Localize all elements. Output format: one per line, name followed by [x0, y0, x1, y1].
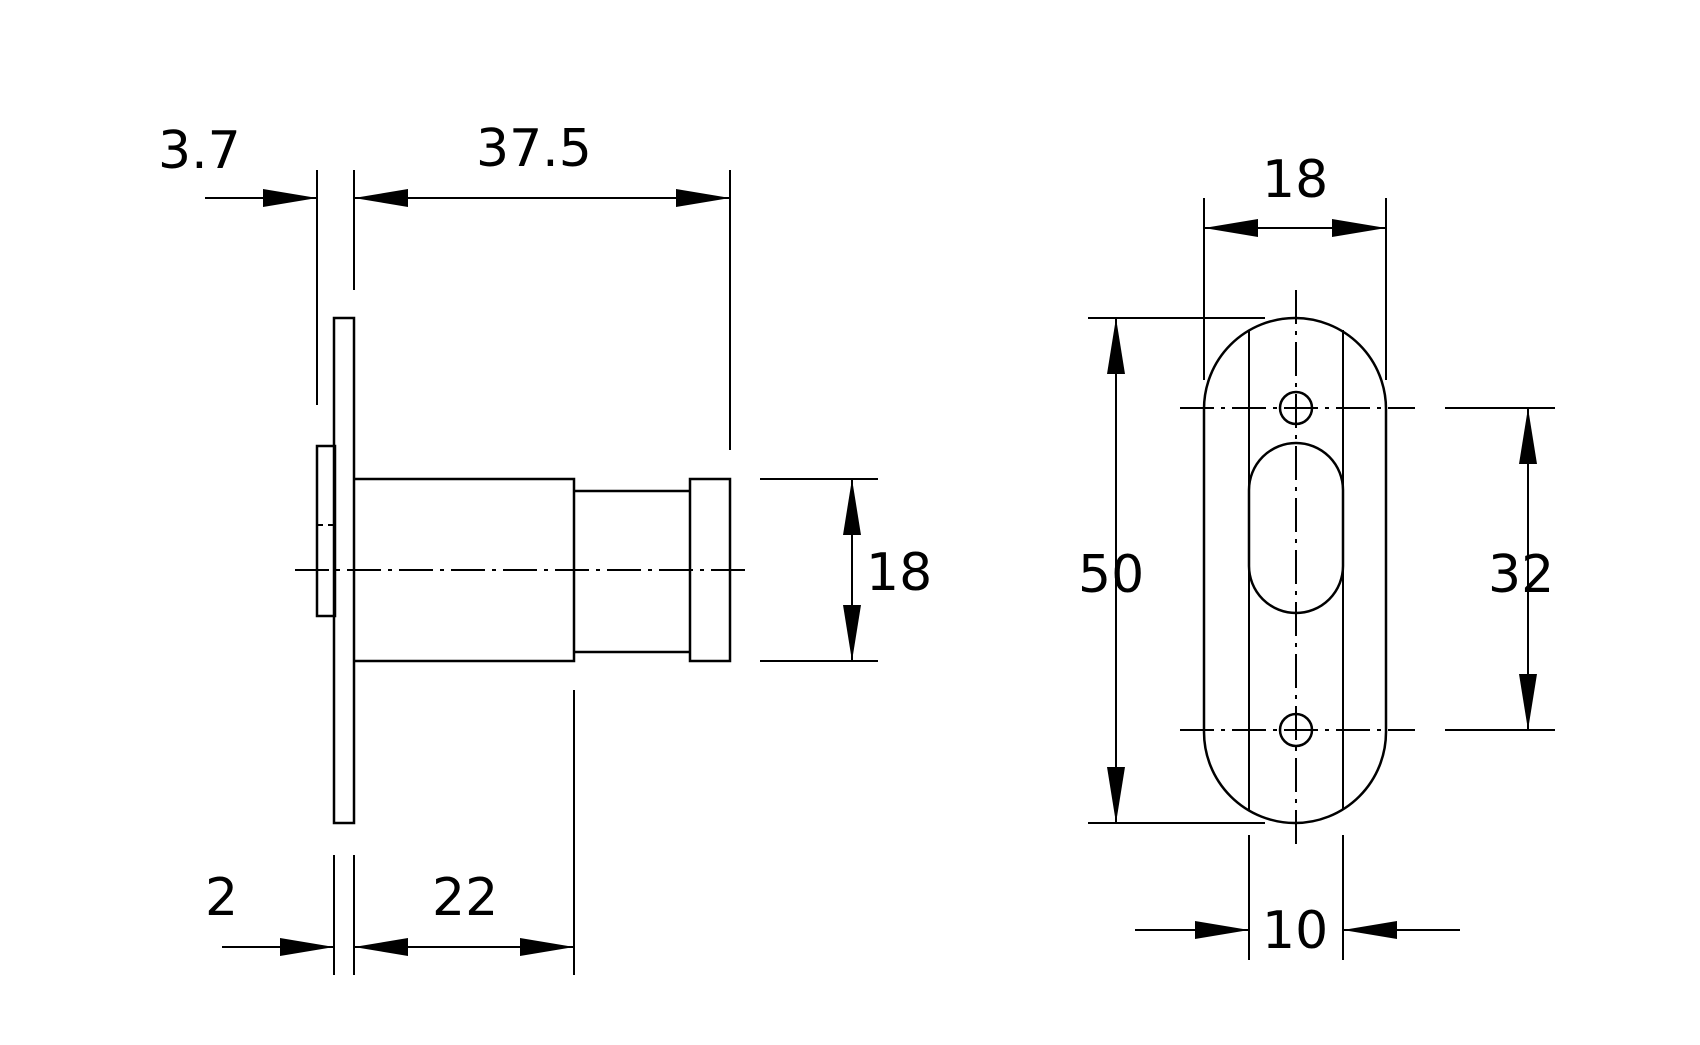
dim-label-32: 32 — [1488, 545, 1554, 605]
side-view: 3.7 37.5 18 2 22 — [158, 119, 932, 975]
dim-label-18-front: 18 — [1262, 150, 1328, 210]
mounting-nut — [315, 444, 337, 618]
dim-label-2: 2 — [205, 868, 238, 928]
dim-label-18-side: 18 — [866, 543, 932, 603]
dim-label-37-5: 37.5 — [476, 119, 592, 179]
dim-label-22: 22 — [432, 868, 498, 928]
dim-label-10: 10 — [1262, 901, 1328, 961]
dim-label-50: 50 — [1078, 545, 1144, 605]
dim-label-3-7: 3.7 — [158, 121, 241, 181]
cylinder-neck — [574, 489, 690, 654]
front-view: 18 50 32 10 — [1078, 150, 1555, 961]
